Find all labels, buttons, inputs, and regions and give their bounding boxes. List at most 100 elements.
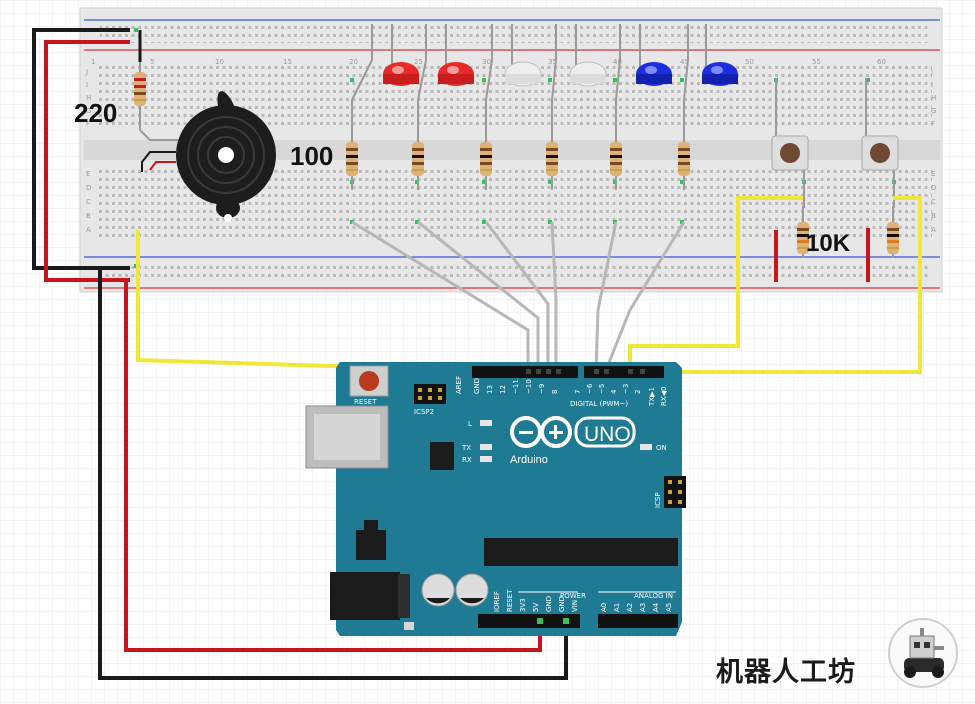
row-letter: C — [86, 198, 91, 206]
pin-label: IOREF — [493, 591, 501, 612]
black-wire-gnd — [98, 266, 568, 680]
tx-label: TX — [461, 444, 471, 452]
top-rail-holes — [100, 25, 930, 43]
led-legs — [351, 24, 707, 148]
buzzer-resistor-label: 220 — [74, 98, 117, 128]
pulldown-resistor-label: 10K — [806, 230, 851, 257]
led-resistor-label: 100 — [290, 141, 333, 171]
rx-label: RX — [462, 456, 472, 464]
row-letter: A — [86, 226, 91, 234]
dc-jack — [330, 572, 400, 620]
col-number: 60 — [877, 58, 886, 66]
small-chip — [430, 442, 454, 470]
row-letter: J — [930, 68, 933, 76]
pin-label: A0 — [600, 603, 608, 612]
pin-label: RX◀0 — [660, 387, 668, 407]
pin-label: VIN — [571, 600, 579, 612]
resistor — [678, 130, 690, 190]
col-number: 15 — [283, 58, 292, 66]
push-button-1 — [771, 78, 809, 208]
col-number: 35 — [548, 58, 557, 66]
row-letter: J — [85, 68, 88, 76]
col-number: 30 — [482, 58, 491, 66]
black-wire-left — [32, 28, 130, 270]
row-letter: H — [931, 94, 936, 102]
row-letter: F — [931, 120, 935, 128]
row-letter: D — [931, 184, 936, 192]
row-letter: G — [931, 107, 936, 115]
capacitor — [455, 573, 489, 607]
voltage-regulator — [356, 530, 386, 560]
gray-led-wires — [351, 220, 686, 371]
arduino-brand: Arduino — [510, 454, 548, 466]
buzzer — [139, 91, 276, 222]
pulldown-resistors — [797, 206, 899, 258]
pin-label: ~10 — [525, 379, 533, 394]
row-letter: I — [931, 81, 933, 89]
col-number: 55 — [812, 58, 821, 66]
row-letter: A — [931, 226, 936, 234]
pin-label: A4 — [652, 602, 660, 612]
pin-label: 2 — [634, 390, 642, 394]
pin-label: A5 — [665, 603, 673, 612]
resistor — [412, 130, 424, 190]
digital-header-left — [472, 366, 578, 378]
pin-label: ~9 — [538, 384, 546, 394]
icsp-label: ICSP — [654, 492, 662, 508]
bottom-rail-holes — [100, 262, 930, 282]
analog-label: ANALOG IN — [634, 592, 673, 600]
row-letter: I — [86, 81, 88, 89]
pin-label: GND — [545, 596, 553, 612]
uno-label: UNO — [584, 423, 631, 446]
row-letter: B — [86, 212, 91, 220]
watermark-text: 机器人工坊 — [716, 657, 856, 688]
col-number: 25 — [414, 58, 423, 66]
pin-label: 7 — [574, 390, 582, 394]
blue-led-1 — [636, 62, 672, 86]
led-row — [383, 61, 738, 87]
pin-label: 3V3 — [519, 598, 527, 612]
pin-label: GND — [473, 378, 481, 394]
main-chip — [484, 538, 678, 566]
yellow-wire-button-1 — [628, 196, 803, 372]
col-number: 5 — [150, 58, 154, 66]
white-led-2 — [569, 61, 607, 87]
pin-label: ~11 — [512, 379, 520, 394]
red-wire-left — [44, 40, 130, 282]
row-letter: G — [86, 107, 91, 115]
led-l-label: L — [468, 420, 472, 428]
col-number: 10 — [215, 58, 224, 66]
analog-header — [598, 614, 678, 628]
reset-label: RESET — [354, 398, 377, 406]
digital-label: DIGITAL (PWM~) — [570, 400, 628, 408]
row-letter: H — [86, 94, 91, 102]
pin-label: A1 — [613, 603, 621, 612]
led-resistors — [346, 130, 690, 190]
col-number: 40 — [613, 58, 622, 66]
pin-label: 4 — [610, 389, 618, 394]
resistor — [797, 206, 809, 258]
resistor — [480, 130, 492, 190]
center-channel — [84, 140, 940, 160]
pin-label: AREF — [455, 376, 463, 394]
push-button-2 — [861, 78, 899, 208]
arduino-board: RESET ICSP2 L TX RX ON UNO Arduino DIGIT… — [305, 362, 686, 636]
resistor — [346, 130, 358, 190]
resistor — [546, 130, 558, 190]
row-letter: F — [86, 120, 90, 128]
row-letter: D — [86, 184, 91, 192]
pin-label: RESET — [506, 589, 514, 612]
on-label: ON — [656, 444, 667, 452]
pin-label: GND — [558, 596, 566, 612]
icsp2-label: ICSP2 — [414, 408, 434, 416]
red-led-2 — [438, 62, 474, 86]
buzzer-resistor — [134, 30, 146, 130]
pin-label: TX▶1 — [648, 387, 656, 407]
pin-label: 13 — [486, 385, 494, 394]
robot-logo-icon — [888, 618, 958, 688]
power-label: POWER — [560, 592, 586, 600]
col-number: 50 — [745, 58, 754, 66]
resistor — [887, 206, 899, 258]
power-header — [478, 614, 580, 628]
